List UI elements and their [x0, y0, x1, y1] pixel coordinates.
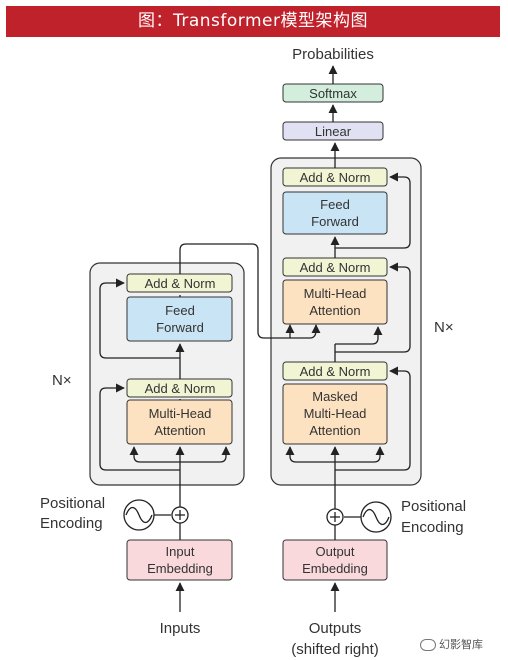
encoder-positional-line2: Encoding: [40, 515, 103, 532]
decoder-add-norm-2: Add & Norm: [282, 257, 388, 277]
wechat-icon: [420, 639, 436, 651]
probabilities-label: Probabilities: [292, 46, 374, 63]
encoder-mha-line1: Multi-Head: [149, 406, 212, 421]
linear-label: Linear: [315, 124, 352, 139]
encoder-add-norm-1: Add & Norm: [126, 378, 233, 398]
decoder-add-norm-2-label: Add & Norm: [300, 260, 371, 275]
decoder-feed-forward: Feed Forward: [282, 191, 388, 235]
decoder-mha-line1: Multi-Head: [304, 286, 367, 301]
decoder-add-norm-3-label: Add & Norm: [300, 170, 371, 185]
outputs-label-line2: (shifted right): [291, 641, 379, 658]
decoder-add-norm-1-label: Add & Norm: [300, 364, 371, 379]
encoder-input-embedding: Input Embedding: [126, 539, 233, 581]
input-embedding-line2: Embedding: [147, 561, 213, 576]
encoder-add-norm-1-label: Add & Norm: [145, 381, 216, 396]
decoder-add-norm-3: Add & Norm: [282, 167, 388, 187]
decoder-positional-line1: Positional: [401, 498, 466, 515]
encoder-mha-line2: Attention: [154, 423, 205, 438]
figure-title: 图：Transformer模型架构图: [6, 6, 500, 37]
output-embedding-line2: Embedding: [302, 561, 368, 576]
decoder-positional-line2: Encoding: [401, 519, 464, 536]
encoder-multi-head-attention: Multi-Head Attention: [126, 399, 233, 445]
encoder-to-decoder-arrow: [179, 243, 321, 339]
encoder-stack: [89, 262, 245, 486]
encoder-add-norm-2-label: Add & Norm: [145, 276, 216, 291]
masked-line2: Multi-Head: [304, 406, 367, 421]
encoder-nx-label: N×: [52, 372, 72, 389]
inputs-label: Inputs: [160, 620, 201, 637]
watermark: 幻影智库: [420, 636, 483, 652]
output-embedding-line1: Output: [315, 544, 354, 559]
decoder-output-embedding: Output Embedding: [282, 539, 388, 581]
encoder-feed-forward: Feed Forward: [126, 296, 233, 342]
decoder-mha-line2: Attention: [309, 303, 360, 318]
encoder-positional-line1: Positional: [40, 495, 105, 512]
masked-line3: Attention: [309, 423, 360, 438]
decoder-ff-line1: Feed: [320, 197, 350, 212]
decoder-masked-attention: Masked Multi-Head Attention: [282, 383, 388, 445]
softmax-layer: Softmax: [282, 83, 384, 103]
decoder-nx-label: N×: [434, 319, 454, 336]
outputs-label-line1: Outputs: [309, 620, 362, 637]
encoder-positional-encoding-icon: [123, 499, 155, 531]
encoder-ff-line2: Forward: [156, 320, 204, 335]
linear-layer: Linear: [282, 121, 384, 141]
encoder-ff-line1: Feed: [165, 303, 195, 318]
input-embedding-line1: Input: [166, 544, 195, 559]
decoder-positional-encoding-icon: [360, 501, 392, 533]
decoder-multi-head-attention: Multi-Head Attention: [282, 279, 388, 325]
encoder-add-norm-2: Add & Norm: [126, 273, 233, 293]
decoder-add-norm-1: Add & Norm: [282, 361, 388, 381]
decoder-ff-line2: Forward: [311, 214, 359, 229]
watermark-text: 幻影智库: [439, 638, 483, 651]
masked-line1: Masked: [312, 389, 358, 404]
softmax-label: Softmax: [309, 86, 357, 101]
